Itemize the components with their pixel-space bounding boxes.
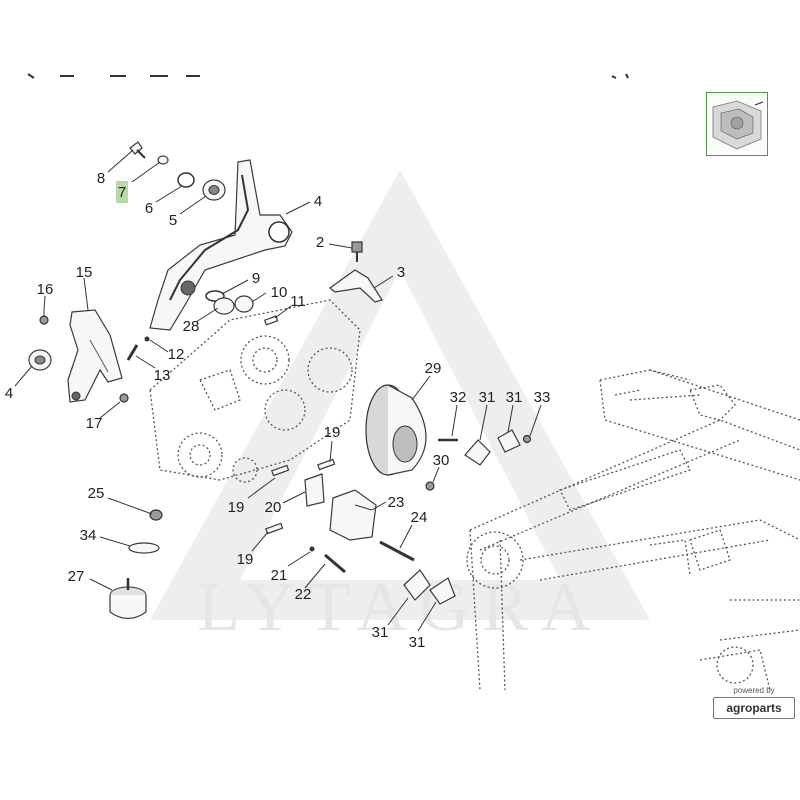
part-clamp-31d xyxy=(429,577,456,605)
part-bolt-16 xyxy=(39,310,49,325)
callout-15[interactable]: 15 xyxy=(76,264,93,281)
part-circlip-6 xyxy=(177,172,195,188)
callout-3[interactable]: 3 xyxy=(397,264,405,281)
part-nut-33 xyxy=(522,434,532,444)
part-bolt-24 xyxy=(379,540,415,562)
callout-22[interactable]: 22 xyxy=(295,586,312,603)
callout-34[interactable]: 34 xyxy=(80,527,97,544)
part-nut-30 xyxy=(425,481,435,491)
callout-10[interactable]: 10 xyxy=(271,284,288,301)
part-bearing-5 xyxy=(202,179,226,201)
part-pin-19c xyxy=(265,522,284,535)
thumbnail-image xyxy=(709,97,765,151)
part-clamp-31b xyxy=(497,429,521,453)
part-nut-17 xyxy=(119,393,129,403)
gearbox-housing xyxy=(149,299,361,483)
callout-8[interactable]: 8 xyxy=(97,170,105,187)
callout-5[interactable]: 5 xyxy=(169,212,177,229)
callout-31-c[interactable]: 31 xyxy=(372,624,389,641)
callout-31-d[interactable]: 31 xyxy=(409,634,426,651)
callout-31-b[interactable]: 31 xyxy=(506,389,523,406)
callout-32[interactable]: 32 xyxy=(450,389,467,406)
overview-thumbnail[interactable] xyxy=(706,92,768,156)
callout-30[interactable]: 30 xyxy=(433,452,450,469)
part-pin-11 xyxy=(263,315,279,326)
callout-24[interactable]: 24 xyxy=(411,509,428,526)
callout-19-a[interactable]: 19 xyxy=(324,424,341,441)
part-block-23 xyxy=(329,489,377,541)
callout-12[interactable]: 12 xyxy=(168,346,185,363)
watermark-text: LYTAGRA xyxy=(197,569,603,646)
part-ring-28 xyxy=(213,297,235,315)
callout-2[interactable]: 2 xyxy=(316,234,324,251)
callout-highlight xyxy=(116,181,128,203)
part-bracket-3 xyxy=(329,269,383,303)
part-seal-9 xyxy=(205,290,225,302)
part-arm xyxy=(149,159,293,331)
part-cover-29 xyxy=(365,384,427,476)
callout-19-c[interactable]: 19 xyxy=(237,551,254,568)
callout-labels: 8 7 6 5 4 2 3 15 16 9 10 11 28 12 13 4 1… xyxy=(5,170,551,651)
part-bolt-2 xyxy=(351,241,363,262)
callout-4-bearing[interactable]: 4 xyxy=(5,385,13,402)
callout-20[interactable]: 20 xyxy=(265,499,282,516)
part-plate-20 xyxy=(304,473,325,507)
callout-28[interactable]: 28 xyxy=(183,318,200,335)
part-ring-10 xyxy=(234,295,254,313)
callout-19-b[interactable]: 19 xyxy=(228,499,245,516)
top-edge-artifacts xyxy=(27,73,629,79)
callout-16[interactable]: 16 xyxy=(37,281,54,298)
part-mount-27 xyxy=(109,578,147,620)
part-clamp-31a xyxy=(464,439,491,466)
callout-23[interactable]: 23 xyxy=(388,494,405,511)
powered-by-badge[interactable]: powered by agroparts xyxy=(713,686,795,719)
part-bracket-15 xyxy=(67,309,123,403)
part-nut-25 xyxy=(149,509,163,521)
part-bolt-22 xyxy=(324,553,346,574)
agroparts-logo: agroparts xyxy=(713,697,795,719)
callout-13[interactable]: 13 xyxy=(154,367,171,384)
part-washer-7 xyxy=(157,155,169,165)
callout-33[interactable]: 33 xyxy=(534,389,551,406)
callout-31-a[interactable]: 31 xyxy=(479,389,496,406)
callout-11[interactable]: 11 xyxy=(290,293,306,310)
callout-4-arm[interactable]: 4 xyxy=(314,193,322,210)
callout-29[interactable]: 29 xyxy=(425,360,442,377)
callout-21[interactable]: 21 xyxy=(271,567,288,584)
part-pin-12 xyxy=(144,336,150,342)
part-pin-19a xyxy=(271,464,290,477)
part-bolt-8 xyxy=(129,141,146,159)
leader-lines xyxy=(14,149,542,632)
main-frame xyxy=(466,369,800,691)
part-bolt-13 xyxy=(126,344,139,361)
callout-25[interactable]: 25 xyxy=(88,485,105,502)
part-washer-34 xyxy=(128,542,160,554)
part-pin-21 xyxy=(309,546,315,552)
part-bearing-4 xyxy=(28,349,52,371)
callout-7[interactable]: 7 xyxy=(118,184,126,201)
callout-27[interactable]: 27 xyxy=(68,568,85,585)
callout-9[interactable]: 9 xyxy=(252,270,260,287)
part-clamp-31c xyxy=(403,569,431,601)
callout-17[interactable]: 17 xyxy=(86,415,103,432)
powered-by-text: powered by xyxy=(733,686,775,695)
callout-6[interactable]: 6 xyxy=(145,200,153,217)
